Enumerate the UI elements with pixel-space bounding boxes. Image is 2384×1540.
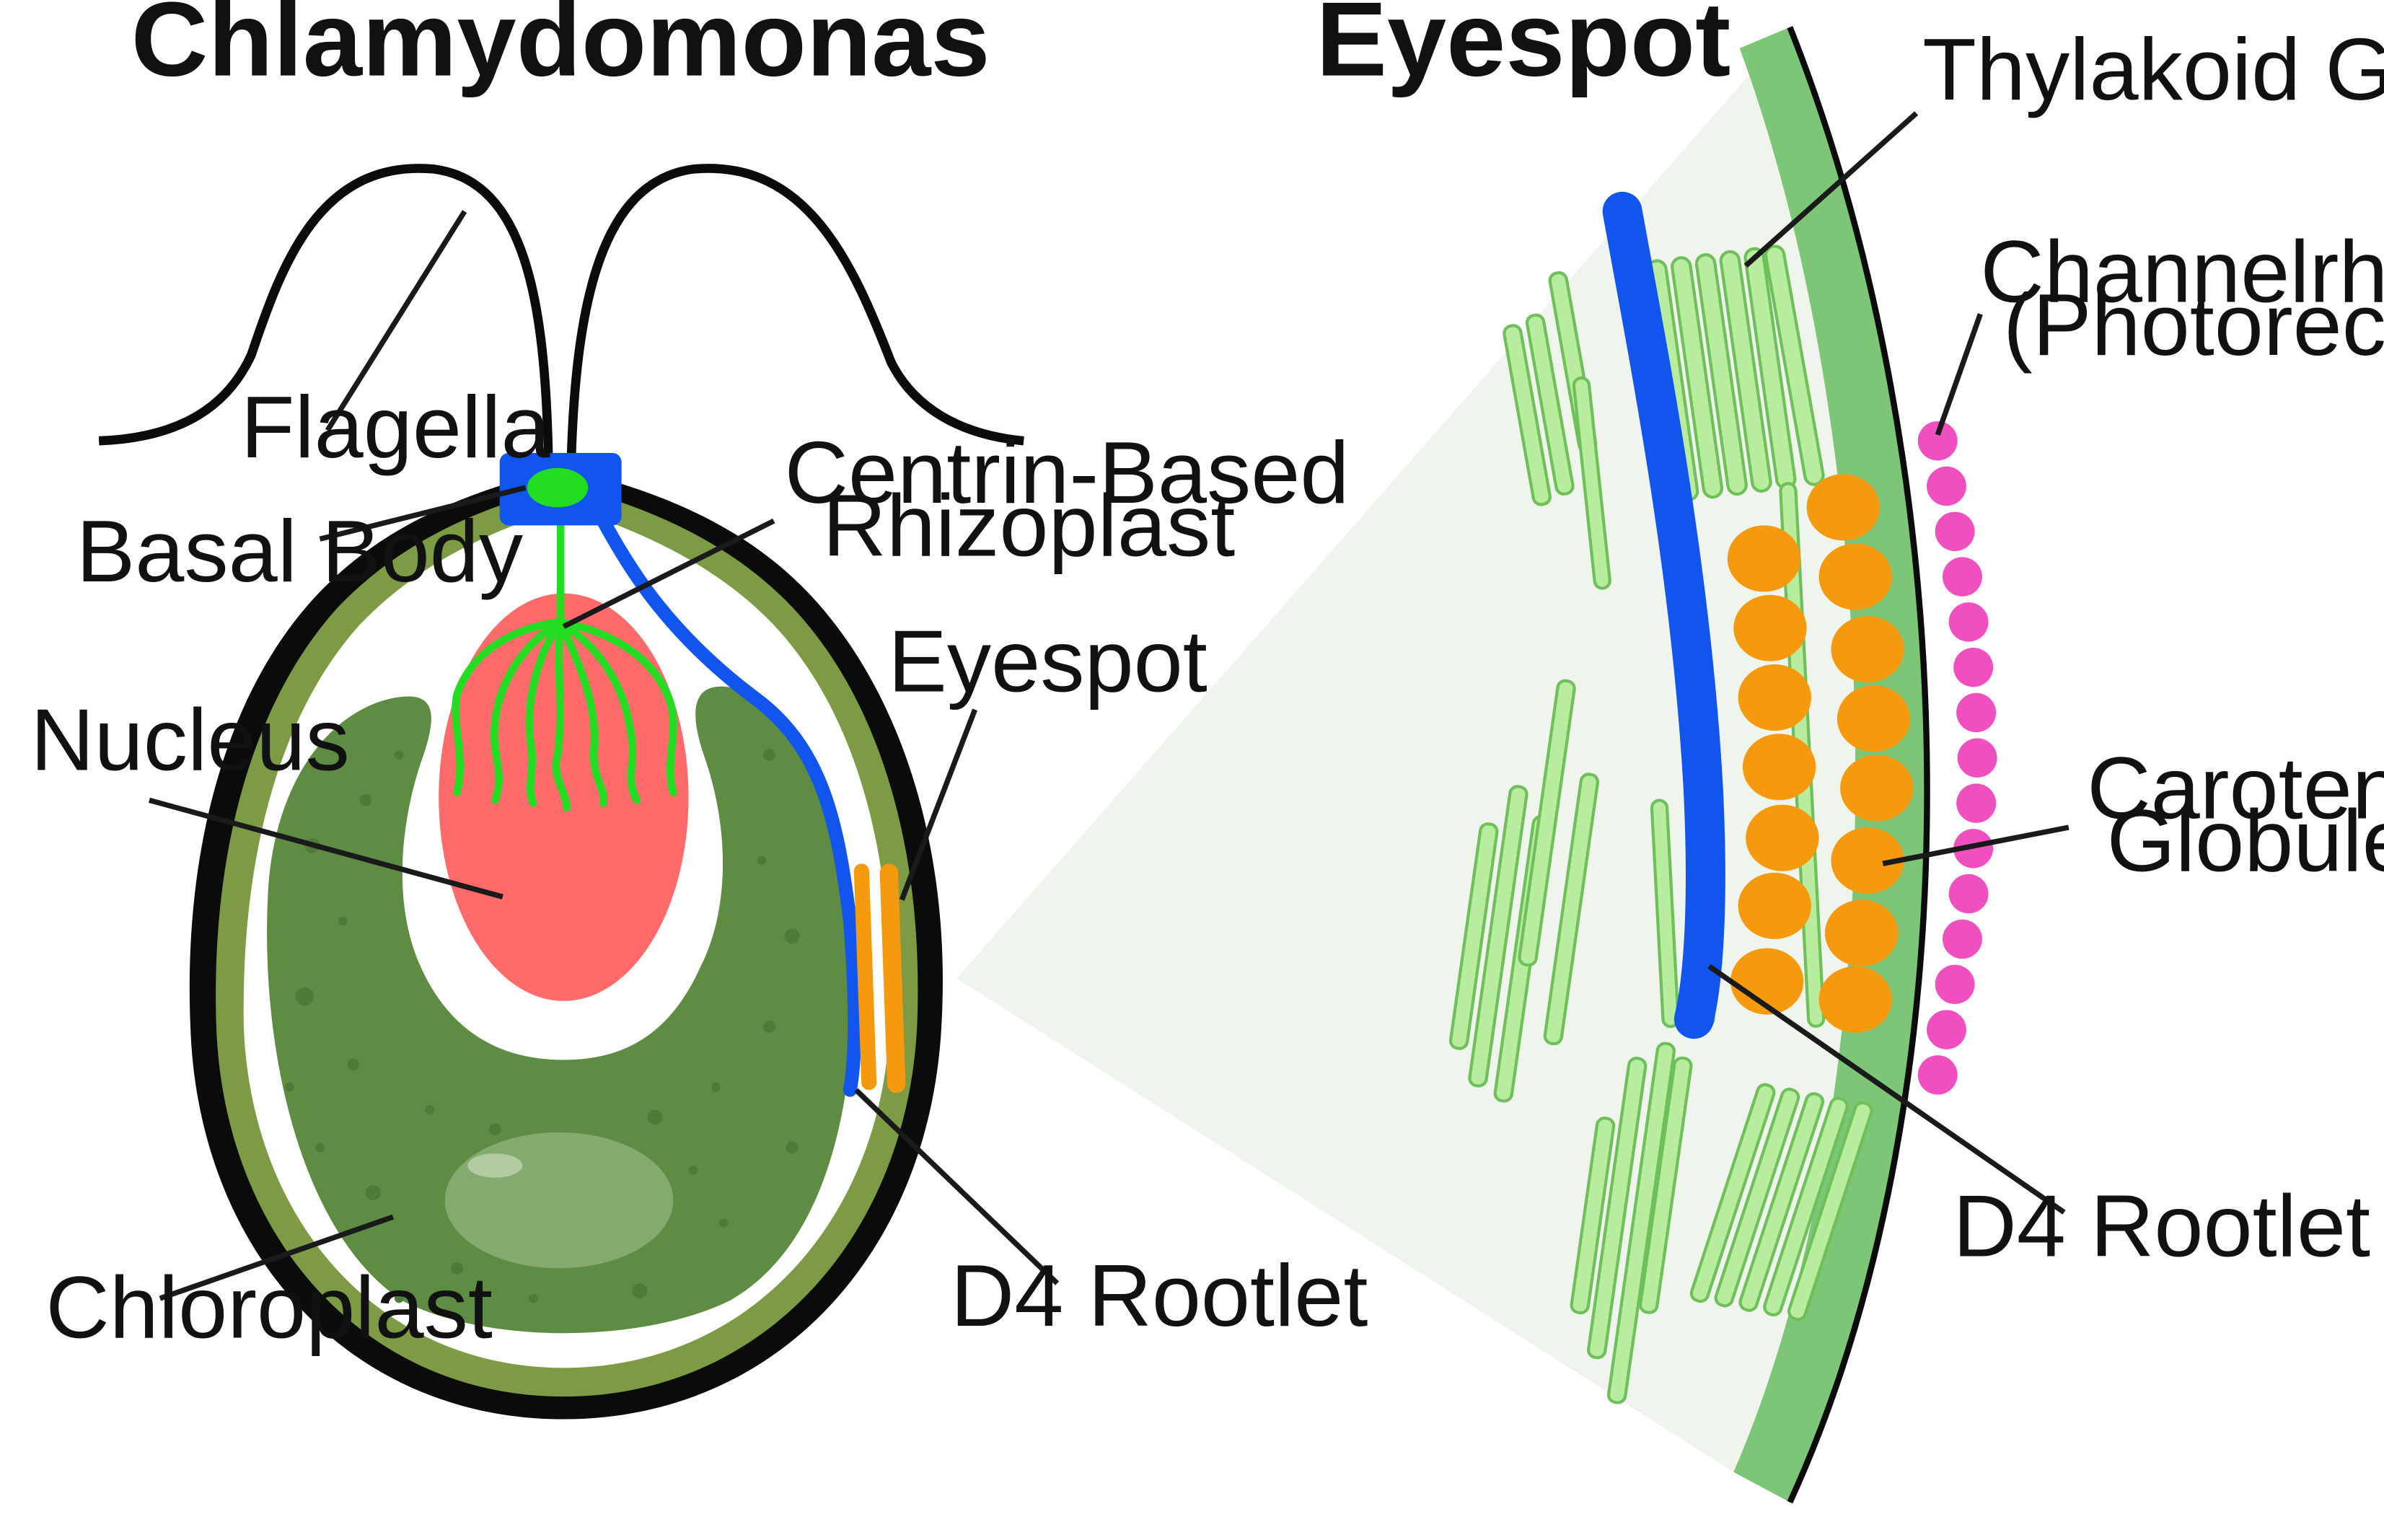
d4-rootlet xyxy=(596,514,862,1097)
right-panel-title: Eyespot xyxy=(1316,0,1730,99)
basal-body xyxy=(499,452,622,526)
channelrhodopsin-bead xyxy=(1917,1055,1958,1095)
carotenoid-globule xyxy=(1806,474,1880,541)
carotenoid-globule xyxy=(1818,966,1892,1033)
carotenoid-globule xyxy=(1840,754,1914,822)
channelrhodopsin-bead xyxy=(1927,1010,1966,1050)
carotenoid-globule xyxy=(1738,664,1811,731)
label-channelrhodopsin-line1: Channelrhodopsin xyxy=(1980,223,2384,320)
carotenoid-globule xyxy=(1746,804,1819,871)
label-thylakoid-grana: Thylakoid Grana xyxy=(1922,21,2384,118)
channelrhodopsin-bead xyxy=(1942,919,1982,959)
channelrhodopsin-bead xyxy=(1957,738,1997,778)
right-leader-lines xyxy=(1707,111,2069,1215)
carotenoid-globule xyxy=(1742,734,1816,801)
channelrhodopsin-bead xyxy=(1927,466,1966,506)
outer-membrane-line xyxy=(1787,26,1930,1504)
carotenoid-globules xyxy=(1727,474,1914,1033)
cell-illustration xyxy=(99,164,1060,1420)
label-basal-body: Basal Body xyxy=(76,502,524,599)
channelrhodopsin-bead xyxy=(1935,511,1975,551)
channelrhodopsin-bead xyxy=(1956,692,1997,733)
pyrenoid xyxy=(444,1132,674,1269)
carotenoid-globule xyxy=(1727,525,1801,592)
flagella xyxy=(99,164,1024,461)
label-nucleus: Nucleus xyxy=(30,691,350,788)
carotenoid-globule xyxy=(1733,594,1807,661)
membrane-band xyxy=(1733,27,1927,1502)
channelrhodopsin-beads xyxy=(1917,421,1997,1095)
chloroplast xyxy=(267,686,854,1334)
carotenoid-globule xyxy=(1831,827,1904,894)
thylakoid-grana xyxy=(1448,245,1873,1404)
carotenoid-globule xyxy=(1824,899,1899,967)
eyespot-zoom xyxy=(956,26,2069,1504)
carotenoid-globule xyxy=(1818,543,1892,610)
label-carotenoid-line2: Globules xyxy=(2107,792,2384,889)
label-flagella: Flagella xyxy=(241,379,550,476)
channelrhodopsin-bead xyxy=(1942,557,1982,597)
carotenoid-globule xyxy=(1738,872,1811,939)
channelrhodopsin-bead xyxy=(1935,964,1975,1004)
channelrhodopsin-bead xyxy=(1948,602,1989,642)
label-chloroplast: Chloroplast xyxy=(45,1259,493,1356)
d4-rootlet-zoom xyxy=(1602,191,1725,1039)
label-channelrhodopsin-line2: (Photoreceptor) xyxy=(2003,276,2384,373)
carotenoid-globule xyxy=(1837,685,1911,752)
carotenoid-globule xyxy=(1730,948,1804,1015)
label-d4-rootlet-left: D4 Rootlet xyxy=(951,1246,1368,1344)
left-leader-lines xyxy=(148,210,1060,1301)
eyespot xyxy=(853,863,906,1094)
channelrhodopsin-bead xyxy=(1948,874,1989,914)
left-panel-title: Chlamydomonas xyxy=(131,0,990,99)
label-rhizoplast-line1: Centrin-Based xyxy=(785,424,1350,522)
channelrhodopsin-bead xyxy=(1953,647,1994,687)
carotenoid-globule xyxy=(1831,616,1904,683)
label-d4-rootlet-right: D4 Rootlet xyxy=(1953,1177,2370,1275)
label-rhizoplast-line2: Rhizoplast xyxy=(822,477,1235,574)
channelrhodopsin-bead xyxy=(1956,783,1997,823)
label-eyespot: Eyespot xyxy=(888,612,1208,710)
chloroplast-texture xyxy=(284,749,800,1303)
channelrhodopsin-bead xyxy=(1917,421,1958,461)
label-carotenoid-line1: Carotenoid xyxy=(2087,739,2384,837)
